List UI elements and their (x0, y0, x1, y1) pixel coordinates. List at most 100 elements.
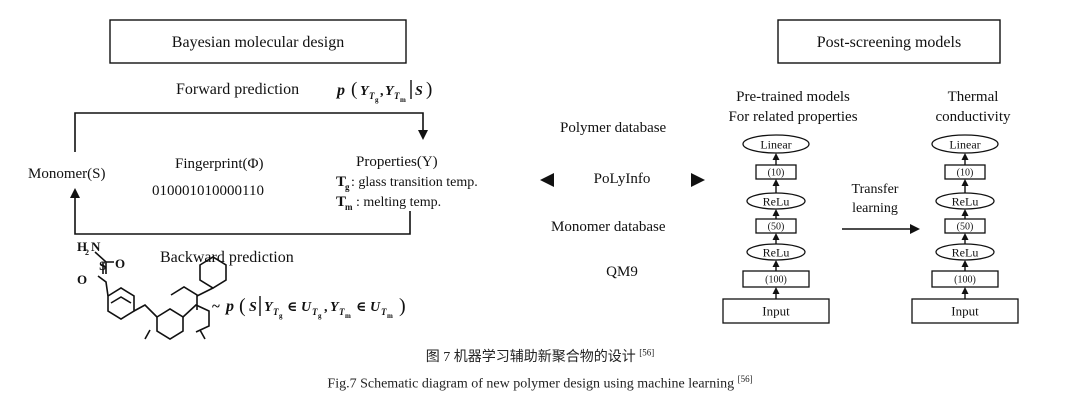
backward-formula: ~ p ( S Y T g ∈ U T g , Y T m ∈ U T m ) (212, 295, 406, 320)
bayesian-header-text: Bayesian molecular design (172, 34, 344, 51)
arrow-up-icon (772, 209, 780, 216)
arrow-up-icon (772, 153, 780, 160)
thermal-layer-relu-label: ReLu (952, 194, 979, 208)
svg-text:: melting temp.: : melting temp. (356, 195, 441, 210)
pretrained-title-2: For related properties (728, 109, 857, 125)
molecule-s: S (99, 258, 106, 273)
monomer-label: Monomer(S) (28, 166, 106, 182)
arrow-right-icon (691, 173, 705, 187)
caption-cn: 图 7 机器学习辅助新聚合物的设计 [56] (0, 346, 1080, 366)
arrow-up-icon (772, 260, 780, 267)
svg-text:T: T (273, 307, 279, 317)
svg-text:p: p (224, 298, 234, 315)
post-screening-header-text: Post-screening models (817, 34, 961, 51)
svg-text:Y: Y (385, 84, 395, 99)
svg-text:T: T (381, 307, 387, 317)
svg-text:(: ( (239, 295, 246, 317)
molecule-h2n: H (77, 239, 87, 254)
svg-text:T: T (394, 91, 400, 101)
pretrained-layer-relu-label: ReLu (763, 245, 790, 259)
molecule-structure (94, 251, 227, 340)
svg-text:m: m (345, 312, 351, 320)
svg-text:~: ~ (212, 299, 220, 315)
molecule-o2: O (77, 272, 87, 287)
arrow-up-icon (772, 233, 780, 240)
svg-text:): ) (399, 295, 406, 317)
forward-prediction-label: Forward prediction (176, 81, 299, 98)
svg-text:m: m (345, 202, 353, 212)
caption-cn-ref: [56] (639, 347, 655, 358)
arrow-up-icon (961, 260, 969, 267)
thermal-layer-50-label: (50) (957, 222, 974, 233)
arrow-up-icon (772, 287, 780, 294)
svg-text:∈: ∈ (356, 300, 366, 315)
thermal-layer-input-shape (911, 298, 1019, 324)
arrow-left-icon (540, 173, 554, 187)
thermal-network: Linear(10)ReLu(50)ReLu(100)Input (911, 134, 1019, 324)
thermal-title-1: Thermal (948, 89, 999, 105)
forward-arrow (74, 112, 428, 152)
arrow-up-icon (961, 233, 969, 240)
arrow-up-icon (772, 179, 780, 186)
pretrained-layer-50-label: (50) (768, 222, 785, 233)
pretrained-layer-100-label: (100) (765, 275, 787, 286)
svg-text:S: S (415, 84, 423, 99)
svg-text:T: T (312, 307, 318, 317)
bayesian-header-box (109, 19, 407, 64)
arrow-up-icon (961, 209, 969, 216)
thermal-layer-input-label: Input (951, 304, 979, 319)
molecule-h2-sub: 2 (85, 248, 89, 257)
svg-text:T: T (336, 174, 346, 190)
molecule-n: N (91, 239, 101, 254)
svg-text:S: S (249, 300, 257, 315)
svg-text:,: , (380, 84, 384, 99)
svg-text:g: g (375, 96, 379, 104)
caption-en-ref: [56] (737, 374, 753, 384)
svg-text:m: m (400, 96, 406, 104)
thermal-layer-10-label: (10) (957, 168, 974, 179)
svg-text:(: ( (351, 79, 357, 100)
svg-text:,: , (324, 300, 328, 315)
qm9-label: QM9 (606, 264, 638, 280)
monomer-database-label: Monomer database (551, 219, 666, 235)
svg-text:Y: Y (360, 84, 370, 99)
fingerprint-value: 010001010000110 (152, 183, 264, 199)
pretrained-title-1: Pre-trained models (736, 89, 850, 105)
backward-prediction-label: Backward prediction (160, 249, 294, 266)
svg-text:U: U (301, 300, 312, 315)
tm-line: T m : melting temp. (336, 194, 441, 212)
svg-text:g: g (279, 312, 283, 320)
pretrained-layer-input-shape (722, 298, 830, 324)
pretrained-network: Linear(10)ReLu(50)ReLu(100)Input (722, 134, 830, 324)
molecule-o1: O (115, 256, 125, 271)
polymer-database-label: Polymer database (560, 120, 667, 136)
svg-text:U: U (370, 300, 381, 315)
svg-text:: glass transition temp.: : glass transition temp. (351, 175, 478, 190)
caption-cn-text: 图 7 机器学习辅助新聚合物的设计 (425, 350, 636, 365)
svg-text:Y: Y (330, 300, 340, 315)
thermal-layer-relu-label: ReLu (952, 245, 979, 259)
forward-formula: p ( Y T g , Y T m S ) (335, 79, 432, 104)
svg-text:∈: ∈ (287, 300, 297, 315)
svg-text:p: p (335, 82, 345, 99)
post-screening-header-box (777, 19, 1001, 64)
fingerprint-label: Fingerprint(Φ) (175, 156, 263, 172)
pretrained-layer-linear-label: Linear (760, 137, 791, 151)
pretrained-layer-relu-label: ReLu (763, 194, 790, 208)
pretrained-layer-input-label: Input (762, 304, 790, 319)
svg-text:): ) (426, 79, 432, 100)
svg-text:g: g (345, 182, 350, 192)
arrow-up-icon (961, 179, 969, 186)
thermal-title-2: conductivity (936, 109, 1011, 125)
svg-text:T: T (369, 91, 375, 101)
svg-text:m: m (387, 312, 393, 320)
transfer-learning-1: Transfer (852, 182, 899, 197)
arrow-up-icon (961, 153, 969, 160)
properties-label: Properties(Y) (356, 154, 438, 170)
tg-line: T g : glass transition temp. (336, 174, 478, 192)
backward-arrow (70, 188, 411, 235)
thermal-layer-100-label: (100) (954, 275, 976, 286)
polyinfo-label: PoLyInfo (594, 171, 651, 187)
caption-en: Fig.7 Schematic diagram of new polymer d… (0, 374, 1080, 393)
svg-text:Y: Y (264, 300, 274, 315)
